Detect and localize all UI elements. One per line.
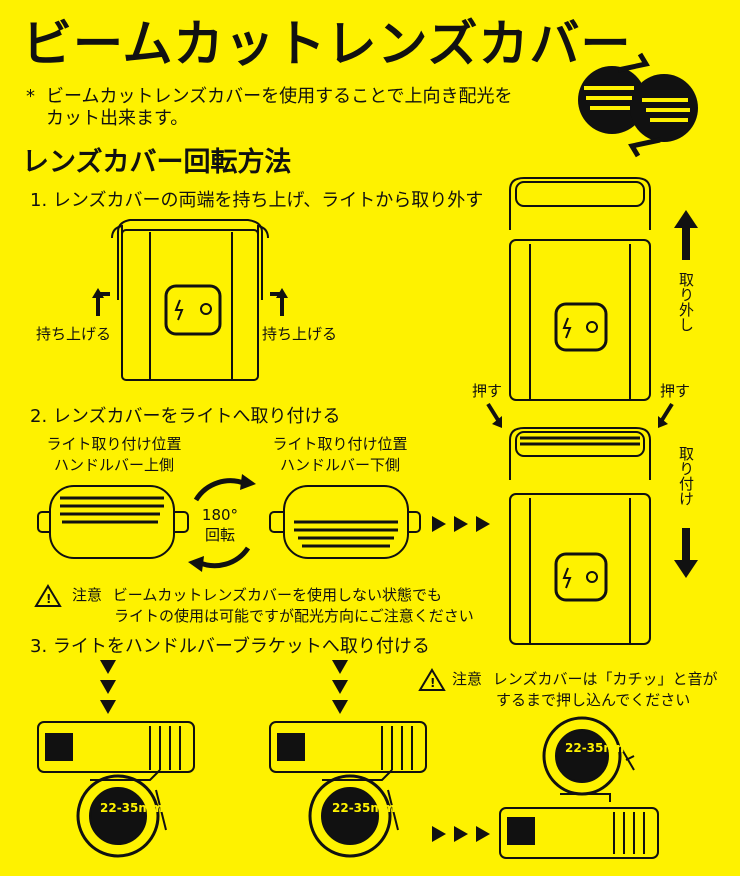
svg-text:!: ! [430, 676, 435, 690]
next-arrow-bottom-icon [432, 826, 490, 842]
note-mark: * [26, 86, 35, 107]
step-3-text: 3. ライトをハンドルバーブラケットへ取り付ける [30, 636, 430, 657]
lens-cover-lower-illustration [269, 485, 421, 559]
down-arrows-left-icon [100, 660, 116, 714]
next-arrow-icon [432, 516, 490, 532]
rotate-arrow-icon [193, 478, 247, 502]
rotate-angle: 180° [201, 506, 239, 524]
position-upper-line-1: ライト取り付け位置 [46, 435, 182, 453]
mount-size-left: 22-35mm [100, 801, 163, 815]
step-1-text: 1. レンズカバーの両端を持ち上げ、ライトから取り外す [30, 190, 484, 211]
lift-label-left: 持ち上げる [36, 325, 112, 343]
rotate-label: 180° 回転 [196, 506, 244, 545]
mount-right-illustration [269, 721, 427, 858]
section-heading: レンズカバー回転方法 [22, 147, 292, 178]
caution-2-line-2: するまで押し込んでください [496, 691, 691, 709]
note-line-2: カット出来ます。 [46, 108, 189, 129]
caution-1-line-1: ビームカットレンズカバーを使用しない状態でも [112, 586, 443, 604]
down-arrows-right-icon [332, 660, 348, 714]
caution-2-line-1: レンズカバーは「カチッ」と音が [492, 670, 718, 688]
caution-2: 注意 レンズカバーは「カチッ」と音が [452, 669, 718, 689]
right-light-remove-illustration [509, 177, 651, 401]
position-lower-label: ライト取り付け位置 ハンドルバー下側 [250, 433, 430, 475]
lift-label-right: 持ち上げる [262, 325, 338, 343]
warning-icon: ! [34, 584, 62, 607]
mount-flipped-illustration [499, 716, 659, 859]
position-lower-line-2: ハンドルバー下側 [279, 456, 400, 474]
caution-1: 注意 ビームカットレンズカバーを使用しない状態でも [72, 585, 442, 605]
page-title: ビームカットレンズカバー [22, 15, 632, 73]
right-light-attach-illustration [509, 427, 651, 645]
lens-cover-upper-illustration [37, 485, 189, 559]
position-lower-line-1: ライト取り付け位置 [272, 435, 408, 453]
rotate-badge-icon [578, 52, 698, 158]
position-upper-label: ライト取り付け位置 ハンドルバー上側 [24, 433, 204, 475]
mount-size-right: 22-35mm [332, 801, 395, 815]
step-2-text: 2. レンズカバーをライトへ取り付ける [30, 406, 341, 427]
mount-left-illustration [37, 721, 195, 858]
push-label-left: 押す [472, 382, 503, 400]
attach-label: 取り付け [677, 446, 695, 506]
mount-size-flipped: 22-35mm [565, 741, 628, 755]
remove-label: 取り外し [677, 272, 695, 332]
step1-light-illustration [111, 219, 269, 381]
caution-1-label: 注意 [72, 586, 103, 604]
intro-note: * ビームカットレンズカバーを使用することで上向き配光を カット出来ます。 [26, 86, 513, 130]
push-arrow-right-icon [660, 402, 674, 422]
warning-icon-2: ! [418, 668, 446, 691]
push-arrow-left-icon [486, 402, 500, 422]
caution-1-line-2: ライトの使用は可能ですが配光方向にご注意ください [114, 607, 474, 625]
push-label-right: 押す [660, 382, 691, 400]
rotate-word: 回転 [204, 526, 235, 544]
svg-text:!: ! [46, 592, 51, 606]
position-upper-line-2: ハンドルバー上側 [53, 456, 174, 474]
note-line-1: ビームカットレンズカバーを使用することで上向き配光を [46, 86, 513, 107]
caution-2-label: 注意 [452, 670, 483, 688]
